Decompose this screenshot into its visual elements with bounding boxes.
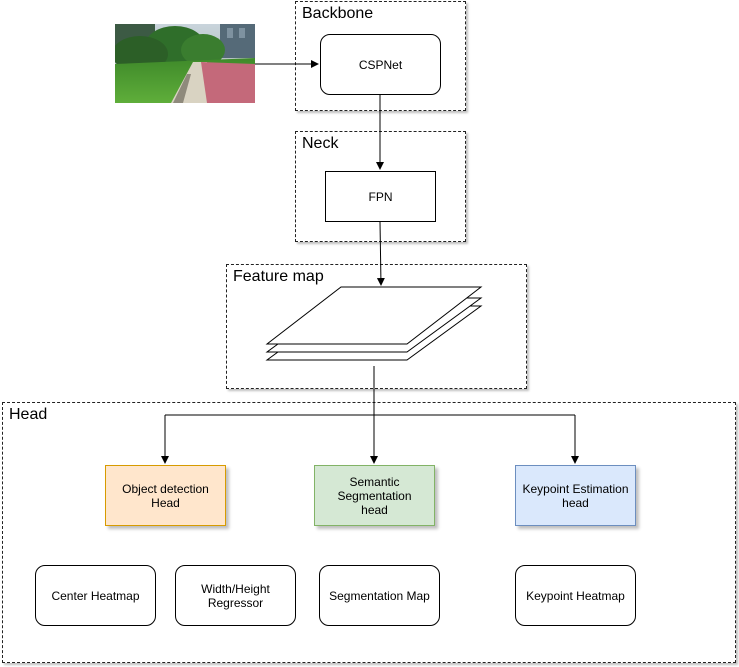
keypoint-estimation-head-node: Keypoint Estimation head xyxy=(515,465,636,526)
width-height-regressor-node: Width/Height Regressor xyxy=(175,565,296,626)
input-road-image xyxy=(115,24,255,103)
fpn-node: FPN xyxy=(325,171,436,222)
center-heatmap-node: Center Heatmap xyxy=(35,565,156,626)
segmentation-map-node: Segmentation Map xyxy=(319,565,440,626)
feature-map-title: Feature map xyxy=(233,268,324,285)
feature-map-group: Feature map xyxy=(226,264,527,389)
neck-title: Neck xyxy=(302,135,339,152)
keypoint-heatmap-node: Keypoint Heatmap xyxy=(515,565,636,626)
semantic-segmentation-head-node: Semantic Segmentation head xyxy=(314,465,435,526)
object-detection-head-node: Object detection Head xyxy=(105,465,226,526)
cspnet-node: CSPNet xyxy=(320,34,441,95)
backbone-title: Backbone xyxy=(302,5,374,22)
head-title: Head xyxy=(9,406,48,423)
